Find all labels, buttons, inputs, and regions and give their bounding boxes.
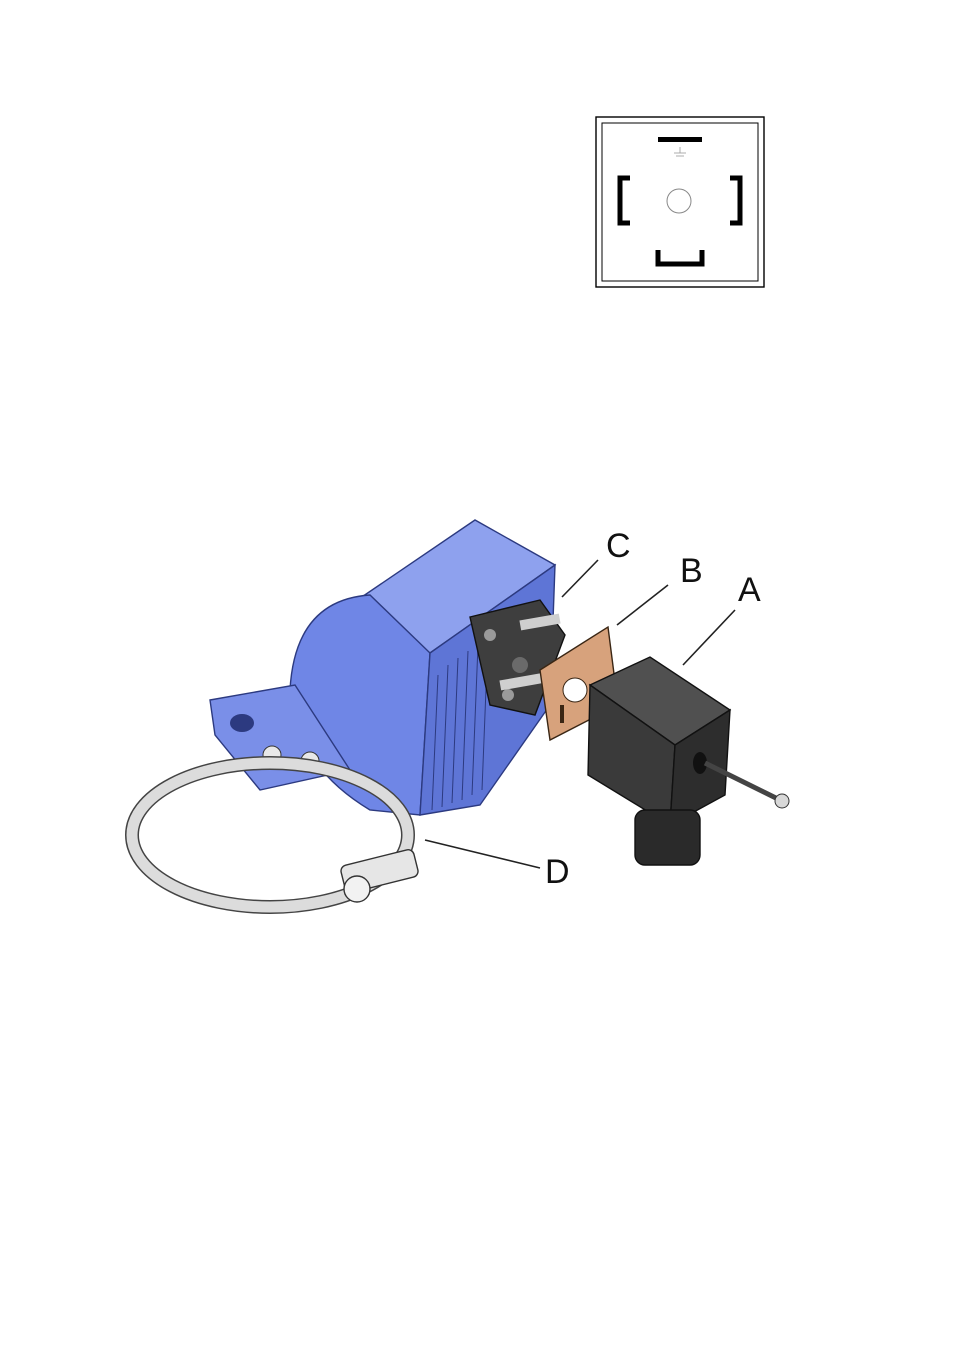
callout-label-d: D xyxy=(545,853,570,891)
ground-icon xyxy=(674,147,686,157)
connector-plug xyxy=(587,656,790,866)
center-screw-hole xyxy=(666,188,692,214)
bottom-contact-u xyxy=(655,250,705,267)
hose-clamp xyxy=(125,756,419,914)
leader-line-a xyxy=(682,609,736,666)
pinout-outer-frame xyxy=(595,116,765,288)
callout-label-b: B xyxy=(680,552,703,590)
pinout-diagram xyxy=(595,116,765,288)
right-contact-bracket xyxy=(730,175,743,226)
callout-label-a: A xyxy=(738,571,761,609)
leader-line-b xyxy=(616,584,669,626)
pinout-inner-frame xyxy=(601,122,759,282)
assembly-diagram: A B C D xyxy=(125,519,790,914)
ground-contact-bar xyxy=(658,137,702,142)
leader-line-d xyxy=(424,839,541,869)
leader-line-c xyxy=(561,559,599,598)
left-contact-bracket xyxy=(617,175,630,226)
connector-base xyxy=(469,599,566,716)
callout-label-c: C xyxy=(606,527,631,565)
